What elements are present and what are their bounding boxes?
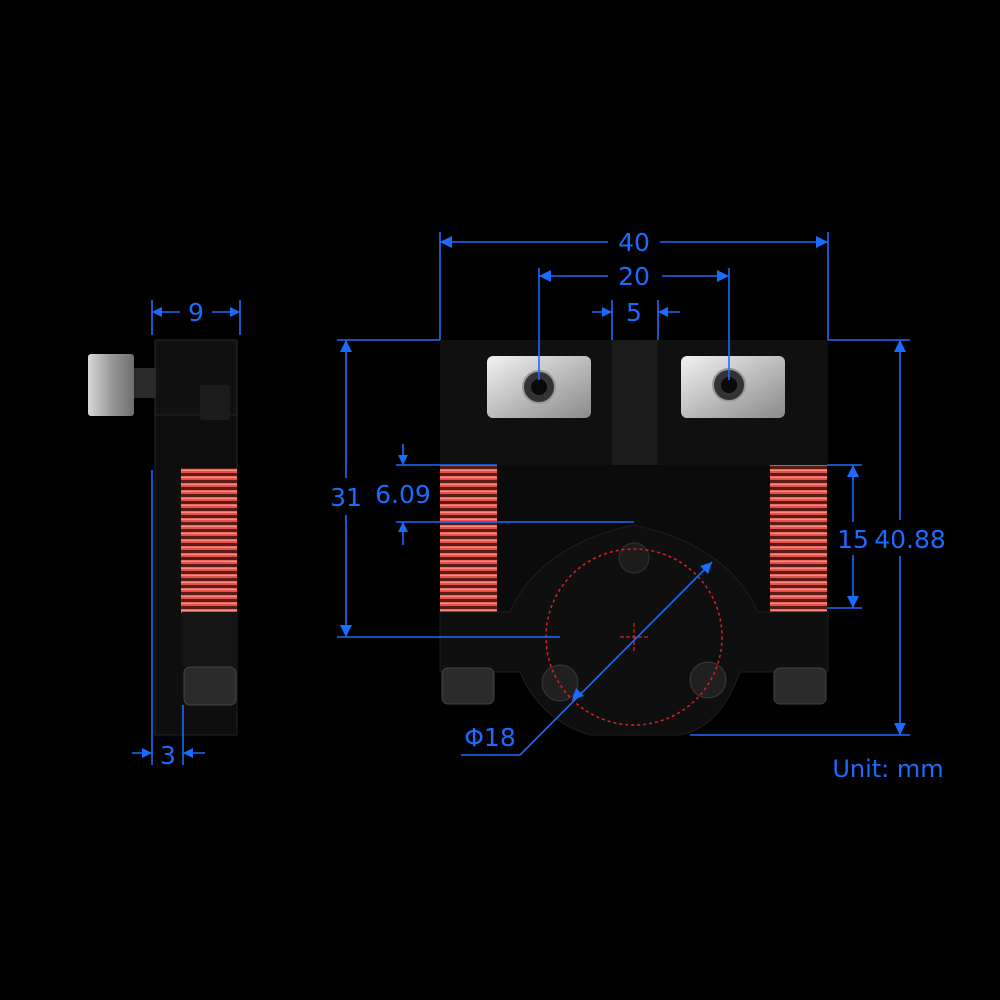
- front-view: [439, 340, 829, 736]
- dim-bore-diameter: Φ18: [464, 723, 516, 752]
- screw-right: [689, 661, 727, 699]
- unit-label: Unit: mm: [832, 755, 943, 783]
- dim-front-width: 40: [618, 228, 650, 257]
- screw-left: [541, 664, 579, 702]
- screw-top: [618, 542, 650, 574]
- dim-spring-offset: 6.09: [375, 480, 431, 509]
- center-slot: [612, 340, 658, 465]
- side-view: [88, 339, 238, 736]
- side-nut: [183, 666, 237, 706]
- side-spring: [181, 468, 237, 613]
- dim-side-width: 9: [188, 298, 204, 327]
- dim-slot-width: 5: [626, 298, 642, 327]
- dim-height-top-to-base: 31: [330, 483, 362, 512]
- spring-right: [770, 465, 827, 613]
- dim-total-height: 40.88: [874, 525, 946, 554]
- nut-left: [441, 667, 495, 705]
- spring-left: [440, 465, 497, 613]
- dim-side-offset: 3: [160, 741, 176, 770]
- side-tnut: [88, 354, 134, 416]
- dimension-lines: [132, 232, 910, 765]
- dimension-labels: 9 3 40 20 5 31 6.09 15 40.88 Φ18 Unit: m…: [160, 228, 946, 783]
- dim-hole-spacing: 20: [618, 262, 650, 291]
- dim-spring-length: 15: [837, 525, 869, 554]
- nut-right: [773, 667, 827, 705]
